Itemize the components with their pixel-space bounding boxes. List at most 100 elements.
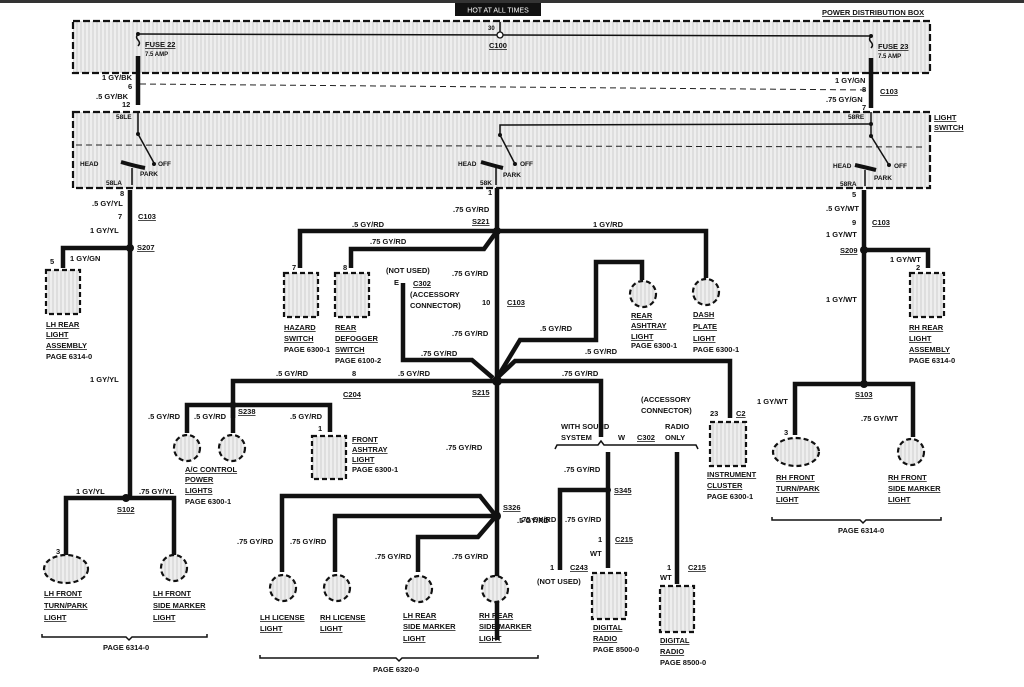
top-border: [0, 0, 1024, 3]
bus-wire: [137, 33, 872, 37]
component-label: LH REAR: [403, 611, 437, 620]
page-ref: PAGE 6300-1: [693, 345, 739, 354]
wire-label: 1 GY/WT: [826, 230, 857, 239]
lh-rear-side-marker-light: [404, 574, 434, 604]
note-label: (NOT USED): [537, 577, 581, 586]
splice-label: S209: [840, 246, 858, 255]
connector-label: C215: [615, 535, 633, 544]
connector-label: C103: [880, 87, 898, 96]
switch-in-label: 58RE: [848, 114, 865, 121]
wire-label: .75 GY/RD: [375, 552, 412, 561]
wire-label: .5 GY/RD: [517, 516, 550, 525]
pin-label: 23: [710, 409, 718, 418]
page-ref: PAGE 6314-0: [909, 356, 955, 365]
switch-off-label: OFF: [894, 163, 907, 170]
wire-dash-plate: [497, 228, 709, 278]
wire-label: 1 GY/BK: [102, 73, 133, 82]
front-ashtray-light: [310, 434, 348, 481]
page-ref: PAGE 6314-0: [46, 352, 92, 361]
wire-label: .5 GY/RD: [276, 369, 309, 378]
wire-rh-marker: [864, 381, 916, 437]
wire-label: .5 GY/BK: [96, 92, 129, 101]
switch-out-label: 58K: [480, 180, 492, 187]
component-label: LIGHT: [693, 334, 716, 343]
page-ref: PAGE 6314-0: [103, 643, 149, 652]
pin-label: 1: [598, 535, 602, 544]
note-label: (ACCESSORY: [641, 395, 691, 404]
fuse-23-rating: 7.5 AMP: [878, 54, 901, 60]
pin-label: 8: [343, 263, 347, 272]
wire-cluster: [495, 358, 733, 418]
splice-label: S238: [238, 407, 256, 416]
switch-out-label: 58LA: [106, 180, 122, 187]
rh-front-turn-park-light: [771, 436, 821, 468]
component-label: SWITCH: [335, 345, 365, 354]
page-ref: PAGE 6300-1: [707, 492, 753, 501]
component-label: LIGHT: [153, 613, 176, 622]
rh-front-side-marker-light: [896, 437, 926, 467]
splice-label: S207: [137, 243, 155, 252]
wire-label: .75 GY/YL: [139, 487, 174, 496]
component-label: RH REAR: [479, 611, 514, 620]
rh-license-light: [322, 573, 352, 603]
component-label: FRONT: [352, 435, 378, 444]
pin-label: 1: [318, 424, 322, 433]
component-label: LIGHT: [631, 332, 654, 341]
wire-label: 1 GY/WT: [890, 255, 921, 264]
component-label: ASSEMBLY: [909, 345, 950, 354]
note-label: CONNECTOR): [410, 301, 461, 310]
component-label: REAR: [631, 311, 653, 320]
light-switch-box: [71, 110, 932, 190]
pin-label: 10: [482, 298, 490, 307]
pin-label: 8: [862, 85, 866, 94]
wire-label: .75 GY/RD: [370, 237, 407, 246]
page-ref: PAGE 6300-1: [631, 341, 677, 350]
wire-label: 1 GY/WT: [826, 295, 857, 304]
splice-label: S103: [855, 390, 873, 399]
note-label: SYSTEM: [561, 433, 592, 442]
wire-rear-ashtray: [495, 259, 645, 380]
splice-label: S102: [117, 505, 135, 514]
pin-label: 9: [852, 218, 856, 227]
switch-in-label: 58LE: [116, 114, 132, 121]
splice-label: S221: [472, 217, 490, 226]
component-label: LIGHT: [479, 634, 502, 643]
fuse-22-label: FUSE 22: [145, 40, 175, 49]
connector-label: C103: [872, 218, 890, 227]
internal-divider: [75, 144, 927, 148]
connector-label: C103: [507, 298, 525, 307]
c103-boundary: [139, 83, 871, 91]
wire-label: .75 GY/RD: [290, 537, 327, 546]
power-distribution-box: [71, 19, 932, 75]
switch-head-label: HEAD: [80, 161, 99, 168]
component-label: LIGHT: [260, 624, 283, 633]
pdb-title: POWER DISTRIBUTION BOX: [822, 8, 924, 17]
wire-label: .75 GY/RD: [452, 552, 489, 561]
header-title: HOT AT ALL TIMES: [467, 8, 529, 15]
component-label: ASSEMBLY: [46, 341, 87, 350]
note-label: (ACCESSORY: [410, 290, 460, 299]
lh-front-side-marker-light: [159, 553, 189, 583]
light-switch-title-2: SWITCH: [934, 123, 964, 132]
wire-label: .75 GY/RD: [421, 349, 458, 358]
switch-park-label: PARK: [503, 172, 521, 179]
component-label: DIGITAL: [660, 636, 690, 645]
pin-label: 3: [784, 428, 788, 437]
digital-radio-2: [658, 584, 696, 634]
wire-lh-marker: [126, 495, 177, 555]
wire-rh-license: [332, 513, 496, 572]
wire-label: 1 GY/RD: [593, 220, 624, 229]
wire-label: .75 GY/RD: [565, 515, 602, 524]
wire-rh-turn: [792, 381, 864, 435]
wire-label: .75 GY/RD: [237, 537, 274, 546]
note-label: ONLY: [665, 433, 685, 442]
switch-head-label: HEAD: [833, 163, 852, 170]
component-label: REAR: [335, 323, 357, 332]
note-label: WITH SOUND: [561, 422, 610, 431]
wire-label: .5 GY/YL: [92, 199, 123, 208]
connector-label: C243: [570, 563, 588, 572]
lh-license-light: [268, 573, 298, 603]
page-ref: PAGE 8500-0: [593, 645, 639, 654]
fuse-23-icon: [868, 35, 874, 49]
wire-label: WT: [660, 573, 672, 582]
